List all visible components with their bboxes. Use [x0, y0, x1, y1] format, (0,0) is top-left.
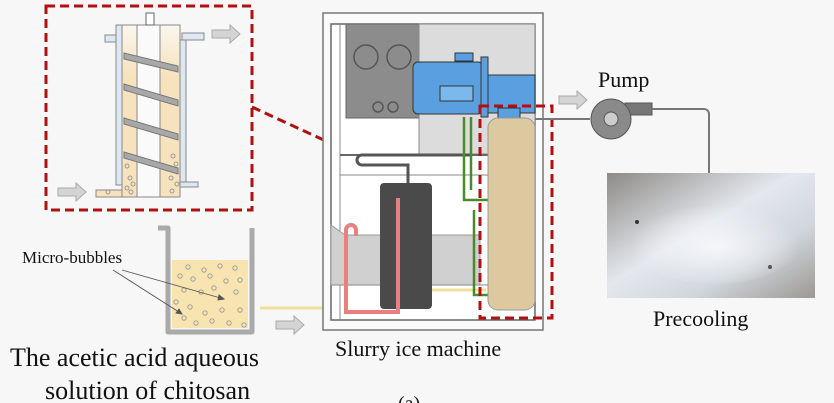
scraper-cylinder: [487, 117, 536, 311]
pump-icon: [590, 98, 653, 140]
green-pipes: [462, 117, 492, 297]
solution-label-line2: solution of chitosan: [45, 376, 250, 403]
pump-arrow-icon: [558, 89, 588, 111]
panel-label: (a): [398, 393, 420, 403]
beaker: [112, 225, 255, 335]
precooling-label: Precooling: [653, 306, 748, 331]
micro-bubbles-icon: [173, 263, 247, 328]
control-panel: [345, 23, 420, 119]
pump-pipe: [652, 108, 710, 174]
solution-label-line1: The acetic acid aqueous: [10, 343, 259, 372]
cylinder-highlight-box: [478, 104, 554, 320]
micro-bubbles-label: Micro-bubbles: [22, 248, 122, 267]
outlet-arrow-icon: [211, 23, 241, 45]
scraper-inset: [44, 4, 254, 212]
precooling-photo: [607, 173, 815, 298]
compressor-icon: [380, 183, 432, 309]
screw-column-icon: [95, 12, 205, 198]
inlet-arrow-icon: [57, 181, 87, 203]
annotation-arrows: [112, 269, 226, 315]
flow-arrow-icon: [275, 314, 305, 336]
refrigerant-pipe: [344, 198, 400, 314]
machine-label: Slurry ice machine: [335, 336, 501, 361]
slurry-ice-machine: [322, 12, 554, 331]
refrigerant-line: [355, 153, 470, 183]
pump-label: Pump: [598, 67, 649, 92]
